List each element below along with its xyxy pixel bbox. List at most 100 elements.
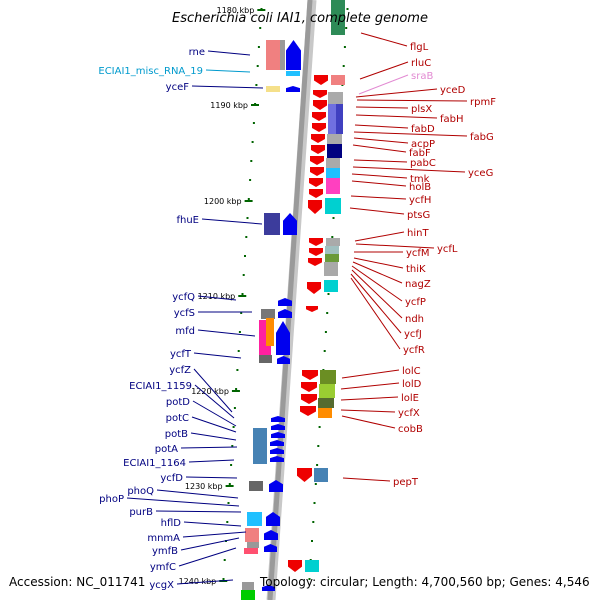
gene-label-right: ndh [405,314,424,325]
leader-line [192,400,237,427]
gene-label-right: ycfH [409,195,431,206]
leader-line [180,537,240,551]
tick-mark [236,369,239,371]
tick-mark [240,312,243,314]
scale-label: 1210 kbp [198,292,236,301]
tick-mark [324,331,327,333]
gene-arrow-reverse [309,189,323,198]
tick-mark [318,426,321,428]
gene-label-left: ECIAI1_misc_RNA_19 [98,66,203,77]
gene-block [264,213,280,235]
tick-mark [251,141,254,143]
leader-line [349,207,405,215]
gene-block [326,168,340,178]
leader-line [352,144,407,153]
gene-label-left: ycfQ [172,292,195,303]
gene-arrow-forward [262,585,275,591]
gene-label-right: sraB [411,71,433,82]
gene-arrow-reverse [297,468,312,482]
gene-block [320,370,336,384]
gene-block [242,582,254,590]
tick-mark [231,445,234,447]
tick-mark [242,274,245,276]
gene-block [241,590,255,600]
leader-line [188,459,235,463]
gene-label-left: fhuE [176,215,199,226]
gene-label-left: potD [166,397,190,408]
scale-label: 1220 kbp [191,387,229,396]
map-title: Escherichia coli IAI1, complete genome [172,11,428,26]
tick-mark [311,540,313,542]
gene-block [324,280,338,292]
gene-label-left: ymfB [152,546,178,557]
label-layer: rneECIAI1_misc_RNA_19yceFfhuEycfQycfSmfd… [98,42,496,591]
leader-line [193,368,233,413]
gene-label-right: yceD [440,85,466,96]
tick-mark [237,350,240,352]
leader-line [351,180,407,187]
leader-line [178,547,237,567]
gene-arrow-reverse [300,406,316,416]
leader-line [126,497,240,507]
leader-line [355,106,409,109]
leader-line [155,510,242,513]
gene-block [336,104,343,134]
leader-line [180,446,238,449]
leader-line [353,137,409,144]
gene-block [286,71,300,76]
gene-label-right: ptsG [407,210,430,221]
tick-mark [256,65,259,67]
gene-label-right: ycfX [398,408,420,419]
tick-mark [247,198,250,200]
gene-arrow-reverse [301,394,317,404]
tick-mark [316,464,319,466]
tick-mark [222,578,225,580]
gene-label-left: phoQ [127,486,154,497]
gene-block [249,481,263,491]
gene-arrow-forward [276,321,290,355]
gene-label-left: mnmA [147,533,180,544]
gene-label-right: yceG [468,168,493,179]
gene-arrow-reverse [312,112,326,121]
gene-label-right: fabF [409,148,431,159]
gene-block [266,40,281,70]
gene-label-left: ycfZ [169,365,191,376]
leader-line [183,521,242,527]
leader-line [156,489,239,499]
gene-label-right: holB [409,182,431,193]
leader-line [350,195,407,200]
tick-mark [314,483,317,485]
gene-arrow-reverse [308,200,322,214]
tick-mark [313,502,316,504]
gene-arrow-forward [264,530,278,540]
gene-label-left: ycfT [170,349,192,360]
leader-line [353,257,404,269]
leader-line [351,265,403,302]
tick-mark [259,27,262,29]
gene-arrow-reverse [288,560,302,572]
tick-mark [223,559,226,561]
gene-arrow-reverse [308,258,322,266]
gene-label-right: lolC [402,366,421,377]
gene-arrow-reverse [311,134,325,143]
gene-label-right: ycfR [403,345,425,356]
gene-label-right: cobB [398,424,423,435]
gene-arrow-reverse [306,306,318,312]
gene-block [247,512,262,526]
gene-block [328,92,343,104]
gene-block [261,309,275,319]
leader-line [351,269,403,319]
gene-block [326,178,340,194]
gene-block [326,158,340,168]
leader-line [341,369,400,379]
leader-line [191,416,237,433]
leader-line [340,382,400,390]
gene-arrow-forward [286,86,300,92]
scale-label: 1240 kbp [179,577,217,586]
leader-line [193,352,242,359]
leader-line [358,74,409,95]
gene-label-right: hinT [407,228,429,239]
tick-mark [235,388,238,390]
gene-arrow-reverse [309,248,323,256]
gene-block [266,86,280,92]
